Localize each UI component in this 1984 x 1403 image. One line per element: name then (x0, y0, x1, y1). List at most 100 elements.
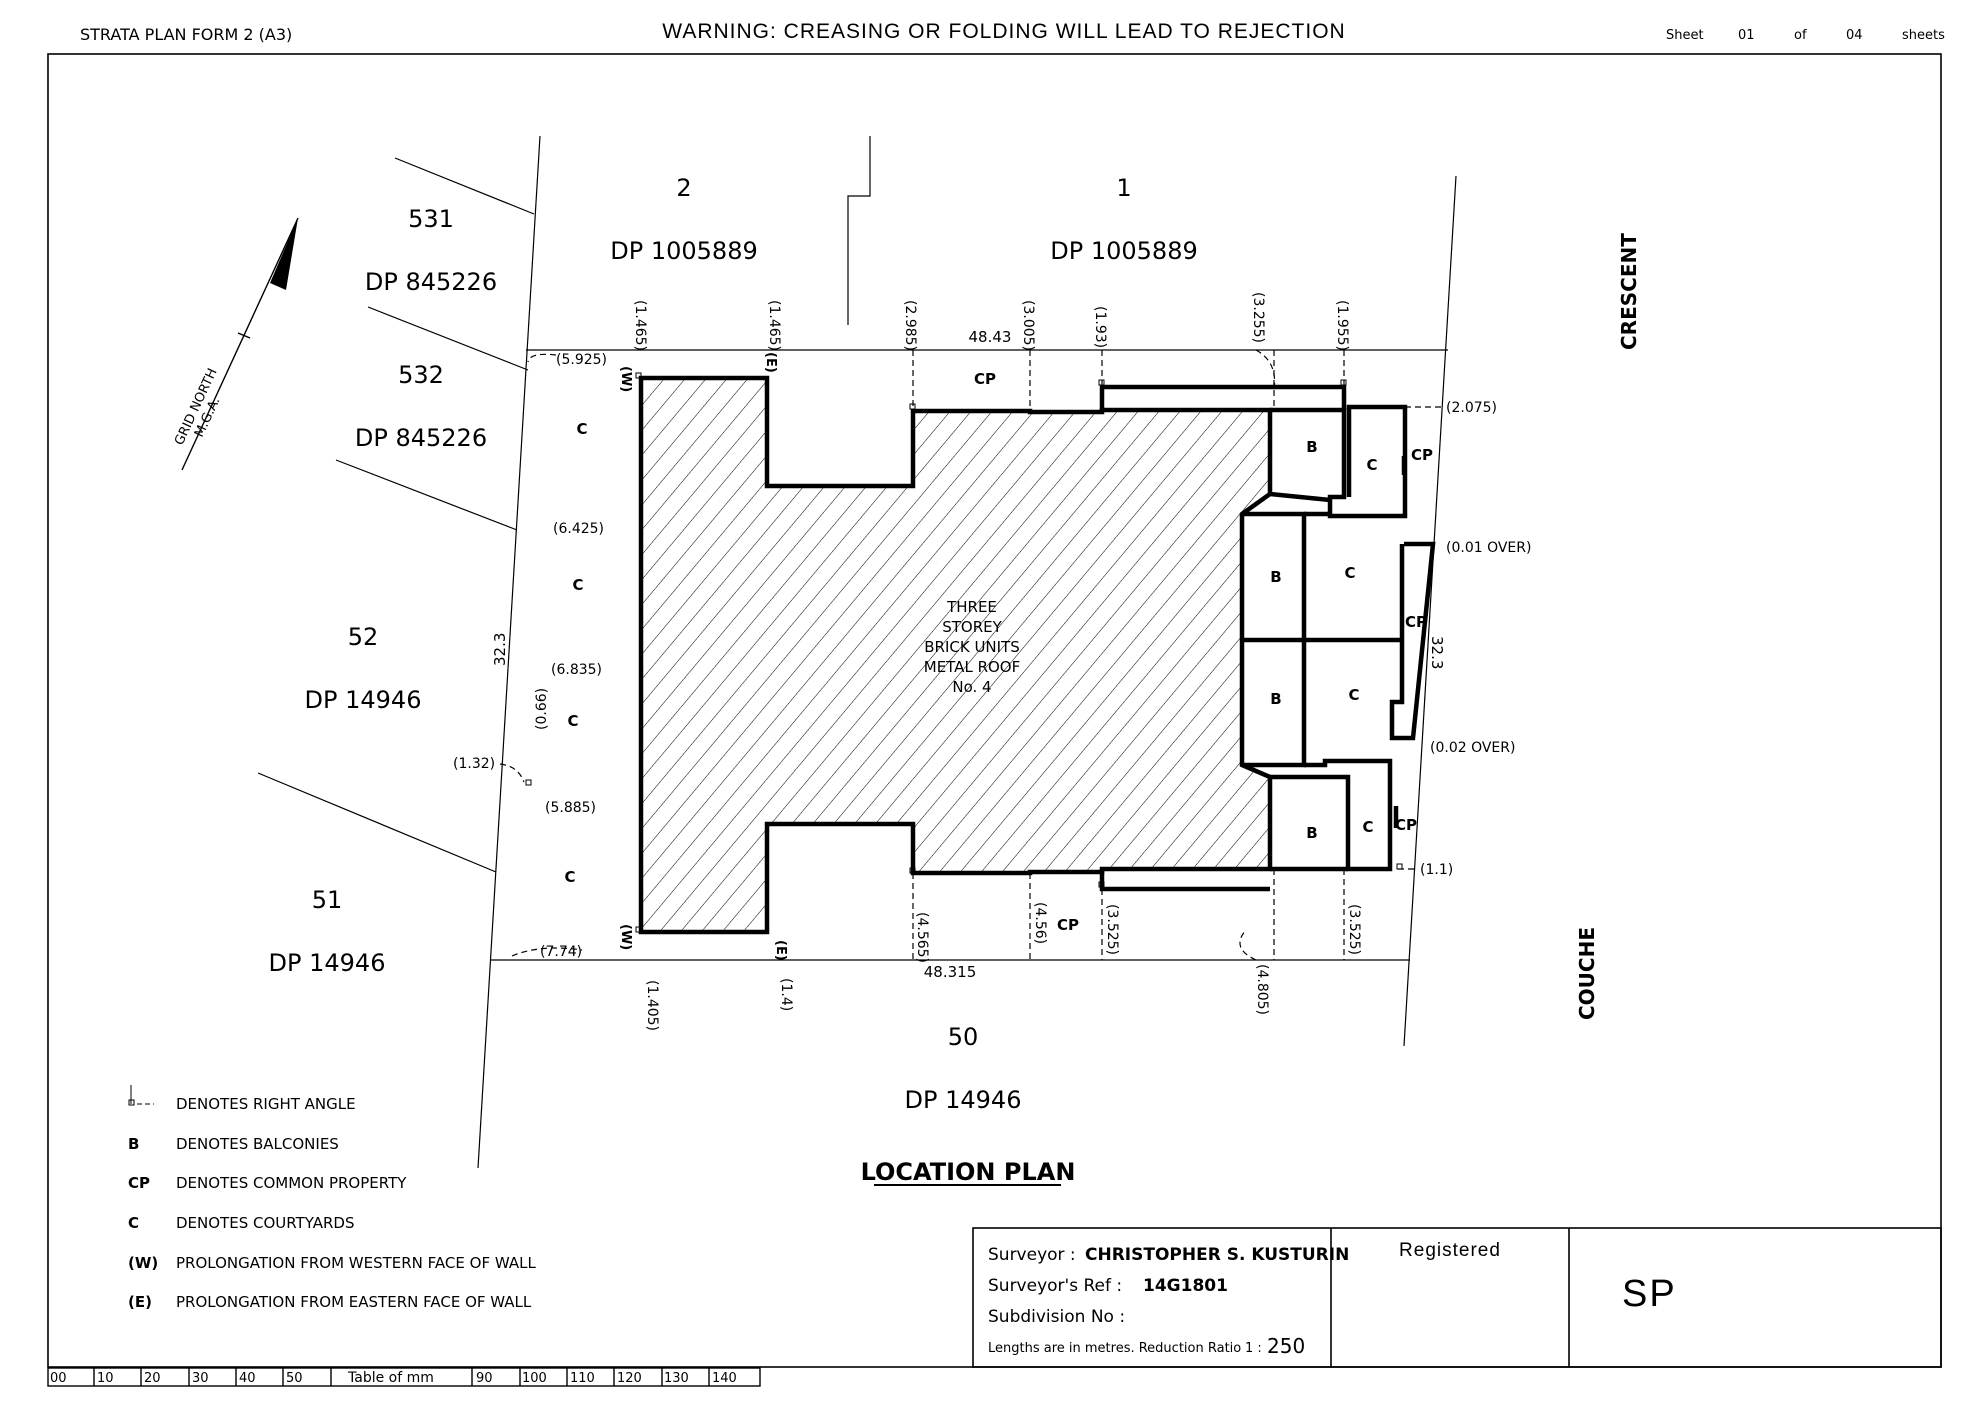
warning-text: WARNING: CREASING OR FOLDING WILL LEAD T… (662, 20, 1345, 43)
dim-east-offset-2: (0.01 OVER) (1446, 540, 1531, 556)
wall-e-bottom: (E) (773, 940, 788, 961)
sheets-label: sheets (1902, 28, 1945, 43)
lot-labels: 531 DP 845226 532 DP 845226 52 DP 14946 … (269, 174, 1198, 1114)
ratio-value: 250 (1267, 1334, 1305, 1358)
right-angle-symbol-icon (128, 1085, 154, 1106)
lot-532: 532 (398, 361, 444, 389)
east-units (1099, 384, 1436, 892)
lot-51: 51 (312, 886, 343, 914)
dim-west-offset-2: (6.425) (553, 521, 604, 537)
scale-40: 40 (239, 1371, 256, 1386)
street-crescent: CRESCENT (1617, 233, 1641, 350)
right-angle-marks (525, 372, 1403, 933)
ratio-prefix: 1 : (1245, 1341, 1262, 1356)
building-line-1: THREE (946, 598, 997, 616)
dim-bottom: 48.315 (924, 963, 977, 981)
scale-110: 110 (570, 1371, 595, 1386)
cp-label: CP (1411, 446, 1433, 464)
dim-top-offset-1: (1.465) (632, 300, 648, 351)
scale-130: 130 (664, 1371, 689, 1386)
cp-label: CP (1057, 916, 1079, 934)
lot-51-dp: DP 14946 (269, 949, 386, 977)
dim-top-offset-7: (1.955) (1334, 300, 1350, 351)
dim-bottom-offset-6: (4.805) (1254, 964, 1270, 1015)
dim-bottom-offset-4: (4.56) (1032, 902, 1048, 944)
surveyor-name: CHRISTOPHER S. KUSTURIN (1085, 1245, 1349, 1265)
building-line-5: No. 4 (952, 678, 991, 696)
dim-bottom-offset-3: (4.565) (914, 912, 930, 963)
scale-100: 100 (522, 1371, 547, 1386)
of-label: of (1794, 28, 1807, 43)
dim-top-offset-5: (1.93) (1092, 306, 1108, 348)
dim-top-offset-4: (3.005) (1020, 300, 1036, 351)
legend-key-e: (E) (128, 1293, 152, 1311)
dim-misc-b: (0.66) (534, 688, 550, 730)
lot-531: 531 (408, 205, 454, 233)
dim-west-offset-1: (5.925) (556, 352, 607, 368)
subdivision-label: Subdivision No : (988, 1307, 1125, 1327)
lot-2-dp: DP 1005889 (610, 237, 757, 265)
courtyard-label: C (567, 712, 578, 730)
scale-120: 120 (617, 1371, 642, 1386)
dim-east-offset-1: (2.075) (1446, 400, 1497, 416)
boundary-lines (257, 135, 1457, 1169)
dim-top-offset-2: (1.465) (766, 300, 782, 351)
sp-label: SP (1622, 1273, 1677, 1315)
courtyard-label: C (564, 868, 575, 886)
plan-title: LOCATION PLAN (861, 1158, 1076, 1186)
building-label: THREE STOREY BRICK UNITS METAL ROOF No. … (924, 598, 1020, 696)
lot-1: 1 (1116, 174, 1131, 202)
courtyard-label: C (1362, 818, 1373, 836)
legend-text-right-angle: DENOTES RIGHT ANGLE (176, 1095, 356, 1113)
building-line-2: STOREY (942, 618, 1002, 636)
courtyard-label: C (1366, 456, 1377, 474)
wall-e-top: (E) (763, 352, 778, 373)
scale-0: 00 (50, 1371, 67, 1386)
scale-90: 90 (476, 1371, 493, 1386)
dim-top-offset-6: (3.255) (1250, 292, 1266, 343)
lengths-note: Lengths are in metres. Reduction Ratio (988, 1341, 1241, 1356)
lot-531-dp: DP 845226 (365, 268, 497, 296)
building-line-4: METAL ROOF (924, 658, 1020, 676)
scale-bar: 00 10 20 30 40 50 Table of mm 90 100 110… (47, 1367, 761, 1387)
wall-w-bottom: (W) (618, 924, 633, 950)
registered-label: Registered (1399, 1240, 1501, 1261)
surveyor-ref: 14G1801 (1143, 1276, 1228, 1296)
cp-label: CP (1405, 613, 1427, 631)
legend-key-cp: CP (128, 1174, 150, 1192)
dim-bottom-offset-2: (1.4) (778, 978, 794, 1011)
cp-label: CP (974, 370, 996, 388)
lot-1-dp: DP 1005889 (1050, 237, 1197, 265)
legend-key-b: B (128, 1135, 139, 1153)
legend-text-western-wall: PROLONGATION FROM WESTERN FACE OF WALL (176, 1254, 536, 1272)
building-line-3: BRICK UNITS (924, 638, 1020, 656)
balcony-label: B (1306, 438, 1317, 456)
dim-east-offset-4: (1.1) (1420, 862, 1453, 878)
balcony-label: B (1270, 568, 1281, 586)
street-couche: COUCHE (1575, 927, 1599, 1020)
lot-50: 50 (948, 1023, 979, 1051)
legend-text-courtyards: DENOTES COURTYARDS (176, 1214, 355, 1232)
courtyard-label: C (572, 576, 583, 594)
title-block: Surveyor : CHRISTOPHER S. KUSTURIN Surve… (972, 1227, 1942, 1368)
cp-label: CP (1395, 816, 1417, 834)
courtyard-label: C (1348, 686, 1359, 704)
sheet-label: Sheet (1666, 28, 1704, 43)
legend-key-c: C (128, 1214, 139, 1232)
dim-west: 32.3 (491, 633, 509, 666)
balcony-label: B (1270, 690, 1281, 708)
courtyard-label: C (1344, 564, 1355, 582)
scale-20: 20 (144, 1371, 161, 1386)
area-labels: CP CP CP CP CP C C C C C C C C B B B B (564, 370, 1433, 934)
dim-top-offset-3: (2.985) (902, 300, 918, 351)
dimension-leaders (499, 349, 1442, 961)
form-title: STRATA PLAN FORM 2 (A3) (80, 25, 292, 44)
dimensions: 48.43 48.315 32.3 32.3 (1.465) (1.465) (… (453, 292, 1531, 1031)
dim-west-offset-4: (5.885) (545, 800, 596, 816)
sheet-number: 01 (1738, 28, 1755, 43)
scale-30: 30 (192, 1371, 209, 1386)
north-arrow-icon: GRID NORTH M.G.A. (172, 217, 299, 471)
surveyor-ref-label: Surveyor's Ref : (988, 1276, 1122, 1296)
scale-title: Table of mm (347, 1370, 434, 1386)
sheet-total: 04 (1846, 28, 1863, 43)
